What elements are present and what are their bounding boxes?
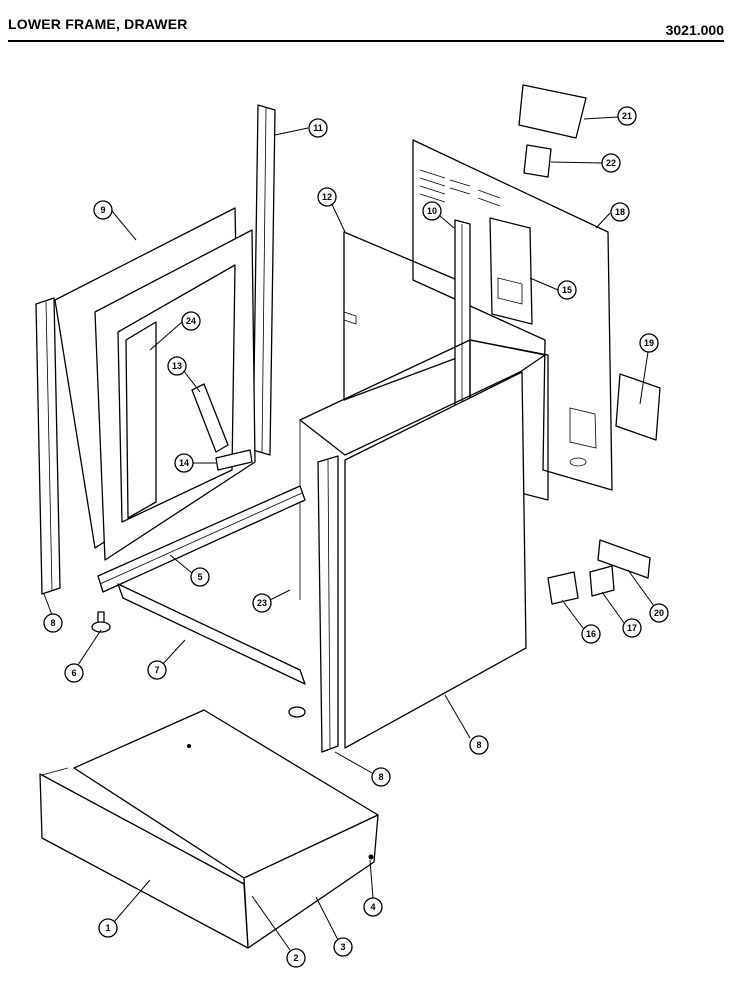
part-10-post <box>454 219 471 411</box>
part-24-panel <box>125 321 157 519</box>
part-8-right-panel <box>344 371 527 749</box>
part-11-edge <box>261 107 267 453</box>
leader-lines <box>43 116 655 951</box>
callout-24: 24 <box>181 311 201 331</box>
svg-text:6: 6 <box>71 668 76 678</box>
svg-text:8: 8 <box>476 740 481 750</box>
callout-4: 4 <box>363 897 383 917</box>
part-23-member <box>317 455 339 753</box>
part-20-bracket <box>597 539 651 579</box>
callout-1: 1 <box>98 918 118 938</box>
svg-text:14: 14 <box>179 458 189 468</box>
callout-3: 3 <box>333 937 353 957</box>
svg-text:21: 21 <box>622 111 632 121</box>
svg-text:22: 22 <box>606 158 616 168</box>
drawer-front-lip <box>41 767 69 776</box>
part-6-leveling-foot <box>91 611 111 633</box>
callout-21: 21 <box>617 106 637 126</box>
svg-text:7: 7 <box>154 665 159 675</box>
header-rule <box>8 40 724 42</box>
part-12-side-panel <box>343 231 463 401</box>
callout-6: 6 <box>64 663 84 683</box>
rear-panel-louvers <box>419 169 597 467</box>
part-19-plate <box>615 373 661 441</box>
svg-text:16: 16 <box>586 629 596 639</box>
svg-text:13: 13 <box>172 361 182 371</box>
callout-14: 14 <box>174 453 194 473</box>
svg-text:11: 11 <box>313 123 323 133</box>
part-8-left-strip <box>35 297 61 595</box>
svg-text:4: 4 <box>370 902 375 912</box>
callout-19: 19 <box>639 333 659 353</box>
svg-text:8: 8 <box>378 772 383 782</box>
part-16-bracket <box>547 571 579 605</box>
part-8-strip-edge <box>45 301 53 591</box>
part-15-bracket <box>489 217 533 325</box>
svg-text:9: 9 <box>100 205 105 215</box>
svg-text:1: 1 <box>105 923 110 933</box>
svg-text:19: 19 <box>644 338 654 348</box>
callout-8-right-panel: 8 <box>469 735 489 755</box>
callout-16: 16 <box>581 624 601 644</box>
callout-8-bottom: 8 <box>371 767 391 787</box>
part-18-rear-panel <box>412 139 613 491</box>
frame-top-rail <box>299 339 546 456</box>
part-14-hinge <box>215 449 253 471</box>
part-24-cutout <box>117 264 236 523</box>
part-7-bottom-rail <box>117 583 306 685</box>
part-12-notch <box>343 311 357 325</box>
document-number: 3021.000 <box>665 22 724 38</box>
part-5-rail <box>97 485 306 593</box>
callout-8-left: 8 <box>43 613 63 633</box>
svg-text:8: 8 <box>50 618 55 628</box>
callout-5: 5 <box>190 567 210 587</box>
page-header: LOWER FRAME, DRAWER 3021.000 <box>8 10 724 38</box>
part-17-bracket <box>589 565 615 597</box>
callout-17: 17 <box>622 618 642 638</box>
svg-text:12: 12 <box>322 192 332 202</box>
drawer-hole <box>187 744 191 748</box>
callout-15: 15 <box>557 280 577 300</box>
svg-text:5: 5 <box>197 572 202 582</box>
svg-text:3: 3 <box>340 942 345 952</box>
svg-text:17: 17 <box>627 623 637 633</box>
part-15-cutout <box>497 277 523 305</box>
part-1-drawer-front <box>39 773 249 949</box>
frame-foot <box>288 706 306 718</box>
callout-7: 7 <box>147 660 167 680</box>
svg-text:18: 18 <box>615 207 625 217</box>
svg-text:20: 20 <box>654 608 664 618</box>
callout-18: 18 <box>610 202 630 222</box>
callout-2: 2 <box>286 948 306 968</box>
part-21-panel <box>518 84 587 139</box>
callout-20: 20 <box>649 603 669 623</box>
svg-text:10: 10 <box>427 206 437 216</box>
svg-text:2: 2 <box>293 953 298 963</box>
part-22-plate <box>523 144 552 178</box>
callout-9: 9 <box>93 200 113 220</box>
part-4-screw <box>368 854 374 860</box>
diagram-title: LOWER FRAME, DRAWER <box>8 16 188 32</box>
part-23-edge <box>327 459 331 749</box>
callout-11: 11 <box>308 118 328 138</box>
part-5-edge <box>99 492 303 585</box>
callout-10: 10 <box>422 201 442 221</box>
svg-text:15: 15 <box>562 285 572 295</box>
callout-12: 12 <box>317 187 337 207</box>
callout-23: 23 <box>252 593 272 613</box>
part-13-latch <box>191 383 229 453</box>
callout-13: 13 <box>167 356 187 376</box>
svg-text:24: 24 <box>186 316 196 326</box>
svg-text:23: 23 <box>257 598 267 608</box>
callout-22: 22 <box>601 153 621 173</box>
